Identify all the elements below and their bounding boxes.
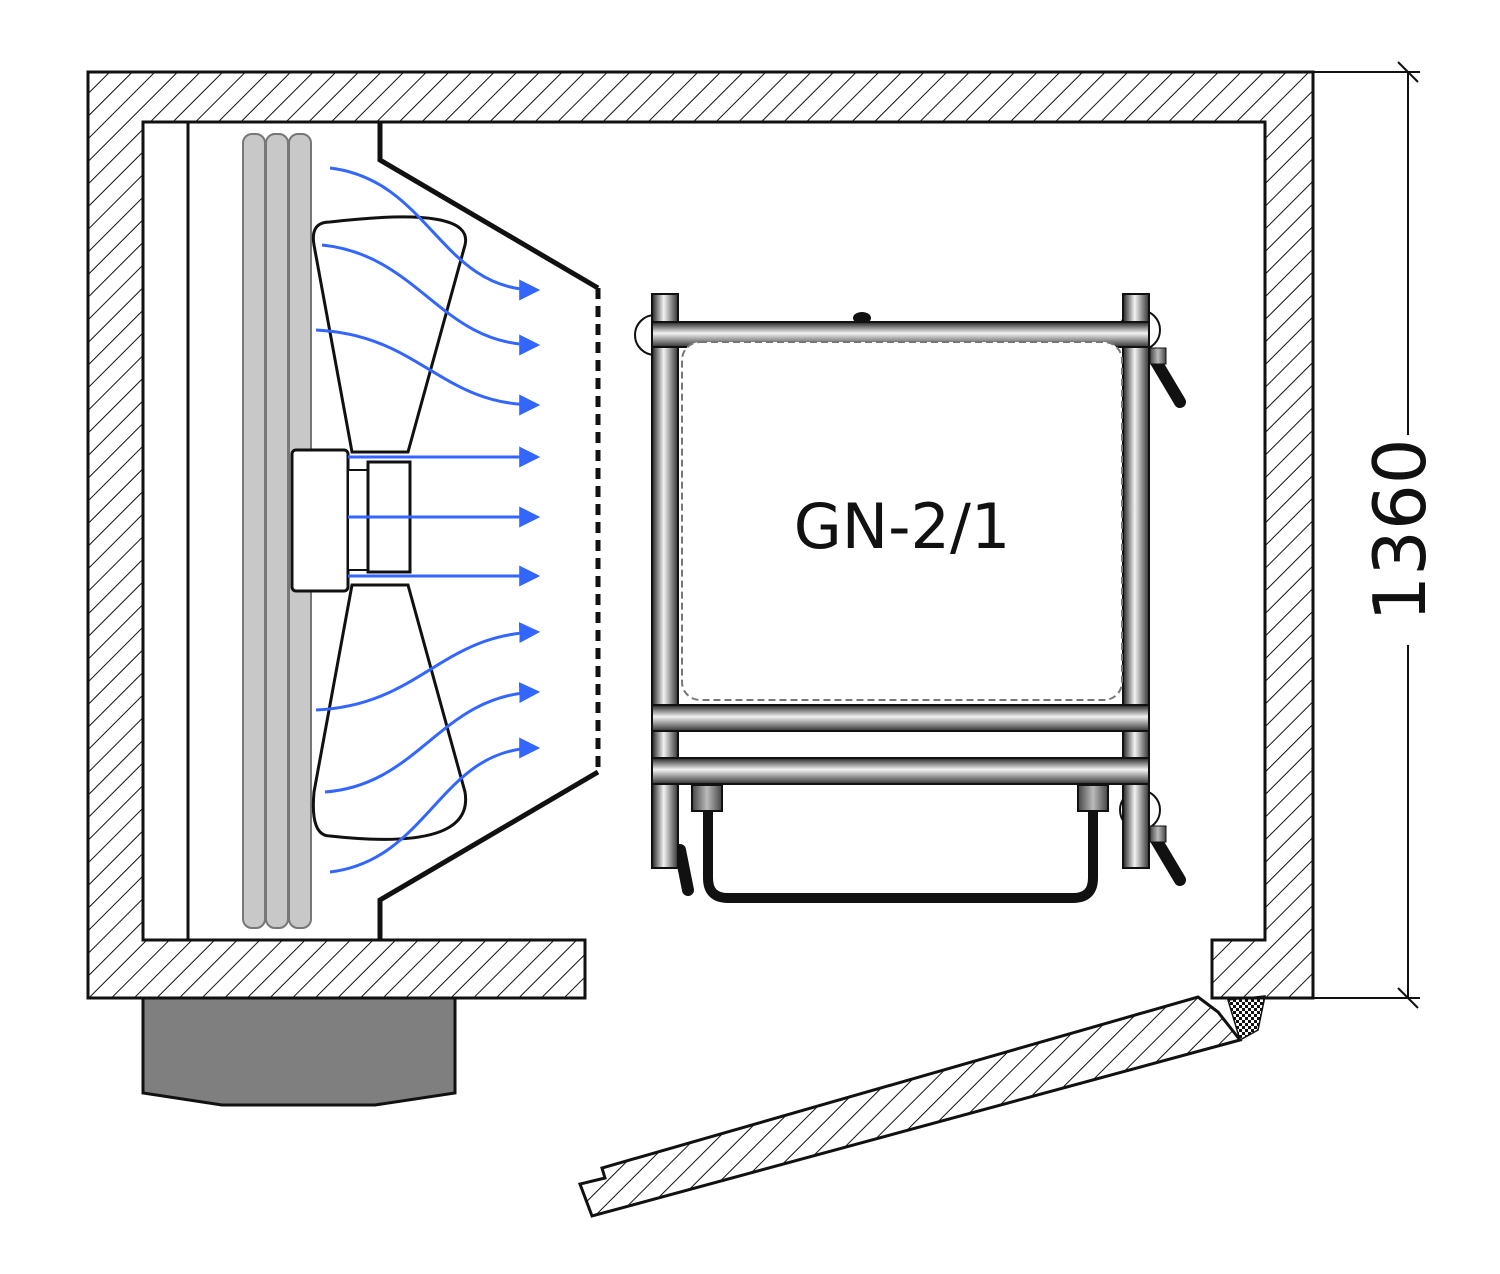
airflow-arrows [315, 166, 541, 874]
airflow-arrow [329, 737, 541, 874]
airflow-arrow [329, 166, 541, 301]
airflow-arrow [324, 682, 541, 794]
trolley-caster [674, 844, 694, 896]
airflow-arrow [315, 622, 541, 712]
fan-shroud [377, 122, 600, 940]
compressor-unit [141, 996, 457, 1107]
fan-blades [311, 215, 468, 841]
dimension-line [1313, 61, 1420, 1009]
fan-motor [290, 448, 412, 593]
gn-tray [681, 341, 1123, 701]
trolley-handle [703, 808, 1098, 903]
door-panel [577, 995, 1266, 1218]
tray-label: GN-2/1 [794, 490, 1011, 563]
gn-trolley: GN-2/1 [634, 293, 1186, 903]
dimension-label: 1360 [1358, 438, 1442, 621]
airflow-arrow [315, 328, 541, 416]
airflow-arrow [321, 243, 541, 356]
